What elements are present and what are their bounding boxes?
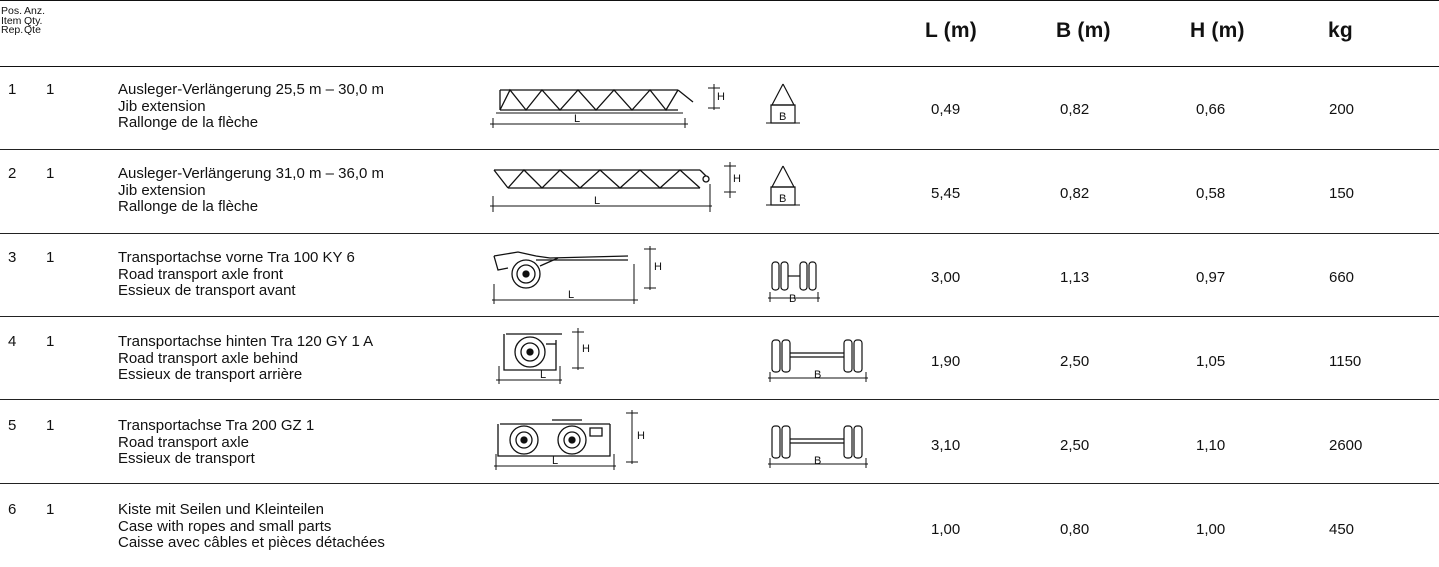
row-description: Transportachse Tra 200 GZ 1 Road transpo… bbox=[118, 417, 315, 467]
row-description: Transportachse vorne Tra 100 KY 6 Road t… bbox=[118, 249, 355, 299]
row-description: Kiste mit Seilen und Kleinteilen Case wi… bbox=[118, 501, 385, 551]
row-position: 1 bbox=[8, 81, 17, 98]
row-divider bbox=[0, 483, 1439, 484]
top-rule bbox=[0, 0, 1439, 1]
row-quantity: 1 bbox=[46, 249, 55, 266]
tandem-axle-end-drawing: B bbox=[764, 422, 874, 468]
width-column-header: B (m) bbox=[1056, 19, 1111, 42]
row-divider bbox=[0, 399, 1439, 400]
row-height: 0,58 bbox=[1196, 185, 1226, 202]
row-length: 1,00 bbox=[931, 521, 961, 538]
row-position: 3 bbox=[8, 249, 17, 266]
row-width: 1,13 bbox=[1060, 269, 1090, 286]
row-quantity: 1 bbox=[46, 165, 55, 182]
qty-header: Anz. Qty. Qte bbox=[24, 5, 46, 36]
front-axle-end-drawing: B bbox=[764, 258, 824, 305]
row-height: 1,00 bbox=[1196, 521, 1226, 538]
row-divider bbox=[0, 149, 1439, 150]
row-width: 0,80 bbox=[1060, 521, 1090, 538]
row-position: 2 bbox=[8, 165, 17, 182]
row-width: 2,50 bbox=[1060, 437, 1090, 454]
length-label: L bbox=[568, 289, 574, 301]
row-length: 5,45 bbox=[931, 185, 961, 202]
row-divider bbox=[0, 233, 1439, 234]
row-position: 6 bbox=[8, 501, 17, 518]
row-position: 5 bbox=[8, 417, 17, 434]
header-rule bbox=[0, 66, 1439, 67]
row-height: 1,10 bbox=[1196, 437, 1226, 454]
height-label: H bbox=[654, 261, 662, 273]
row-weight: 150 bbox=[1329, 185, 1355, 202]
height-column-header: H (m) bbox=[1190, 19, 1245, 42]
length-label: L bbox=[594, 195, 600, 207]
length-column-header: L (m) bbox=[925, 19, 977, 42]
length-label: L bbox=[540, 369, 546, 381]
width-label: B bbox=[814, 369, 821, 381]
front-axle-side-drawing: L H bbox=[488, 244, 662, 306]
row-weight: 2600 bbox=[1329, 437, 1363, 454]
rear-axle-end-drawing: B bbox=[764, 336, 874, 382]
width-label: B bbox=[814, 455, 821, 467]
row-description: Ausleger-Verlängerung 31,0 m – 36,0 m Ji… bbox=[118, 165, 384, 215]
width-label: B bbox=[779, 193, 786, 205]
row-height: 0,97 bbox=[1196, 269, 1226, 286]
height-label: H bbox=[582, 343, 590, 355]
row-height: 1,05 bbox=[1196, 353, 1226, 370]
length-label: L bbox=[574, 113, 580, 125]
row-weight: 200 bbox=[1329, 101, 1355, 118]
row-width: 0,82 bbox=[1060, 185, 1090, 202]
jib-extension-side-drawing: L H bbox=[488, 80, 725, 135]
width-label: B bbox=[789, 293, 796, 305]
weight-column-header: kg bbox=[1328, 19, 1353, 42]
row-weight: 660 bbox=[1329, 269, 1355, 286]
height-label: H bbox=[733, 173, 741, 185]
row-length: 3,00 bbox=[931, 269, 961, 286]
row-length: 3,10 bbox=[931, 437, 961, 454]
row-description: Ausleger-Verlängerung 25,5 m – 30,0 m Ji… bbox=[118, 81, 384, 131]
row-position: 4 bbox=[8, 333, 17, 350]
row-quantity: 1 bbox=[46, 81, 55, 98]
row-length: 0,49 bbox=[931, 101, 961, 118]
rear-axle-side-drawing: L H bbox=[490, 326, 590, 388]
tandem-axle-side-drawing: L H bbox=[490, 408, 645, 474]
row-quantity: 1 bbox=[46, 333, 55, 350]
length-label: L bbox=[552, 455, 558, 467]
height-label: H bbox=[717, 91, 725, 103]
row-length: 1,90 bbox=[931, 353, 961, 370]
row-height: 0,66 bbox=[1196, 101, 1226, 118]
jib-extension-end-drawing: B bbox=[764, 80, 804, 135]
pos-header: Pos. Item Rep. bbox=[1, 5, 24, 36]
row-quantity: 1 bbox=[46, 417, 55, 434]
row-width: 2,50 bbox=[1060, 353, 1090, 370]
jib-extension-long-end-drawing: B bbox=[764, 162, 804, 217]
row-description: Transportachse hinten Tra 120 GY 1 A Roa… bbox=[118, 333, 374, 383]
row-quantity: 1 bbox=[46, 501, 55, 518]
row-width: 0,82 bbox=[1060, 101, 1090, 118]
jib-extension-long-side-drawing: L H bbox=[488, 162, 741, 217]
row-weight: 1150 bbox=[1329, 353, 1362, 370]
width-label: B bbox=[779, 111, 786, 123]
row-weight: 450 bbox=[1329, 521, 1355, 538]
row-divider bbox=[0, 316, 1439, 317]
height-label: H bbox=[637, 430, 645, 442]
